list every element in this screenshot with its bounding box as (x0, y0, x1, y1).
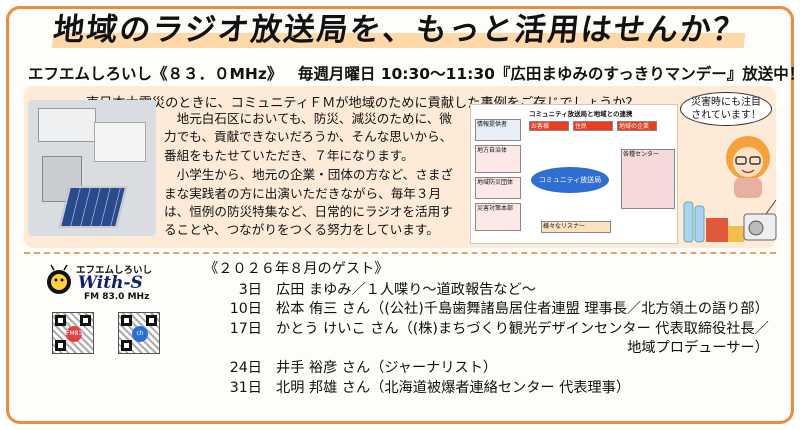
host-illustration (726, 136, 770, 198)
intro-paragraph: 小学生から、地元の企業・団体の方など、さまざまな実践者の方に出演いただきながら、… (164, 167, 454, 238)
guest-day: 24日 (229, 359, 262, 376)
guest-day: 10日 (229, 301, 262, 318)
diagram-center: コミュニティ放送局 (531, 167, 609, 193)
guest-row: 10日松本 侑三 さん（(公社)千島歯舞諸島居住者連盟 理事長／北方領土の語り部… (196, 300, 769, 320)
bee-mascot-icon (47, 264, 71, 294)
qr-code[interactable]: ch (118, 312, 160, 354)
equipment-photo (28, 100, 156, 236)
bubble-line: 災害時にも注目 (691, 97, 761, 108)
diagram-title: コミュニティ放送局と地域との連携 (529, 110, 633, 118)
guest-day: 17日 (229, 320, 262, 337)
guest-text: 地域プロデューサー） (627, 340, 769, 357)
guest-row: 31日北明 邦雄 さん（北海道被爆者連絡センター 代表理事） (196, 379, 769, 399)
guest-day: 3日 (238, 281, 262, 298)
guest-list: 《２０２６年８月のゲスト》 3日広田 まゆみ／１人喋り～道政報告など～ 10日松… (196, 260, 769, 398)
guest-day: 31日 (229, 379, 262, 396)
guest-row: 24日井手 裕彦 さん（ジャーナリスト） (196, 359, 769, 379)
logo-kana: エフエムしろいし (76, 265, 153, 276)
diagram-block: 様々なリスナー (541, 221, 611, 233)
station-name: エフエムしろいし《８３．０MHz》 (28, 65, 283, 83)
page-title: 地域のラジオ放送局を、もっと活用はせんか？ (51, 12, 748, 48)
guest-list-heading: 《２０２６年８月のゲスト》 (204, 261, 389, 277)
guest-row: 17日かとう けいこ さん（(株)まちづくり観光デザインセンター 代表取締役社長… (196, 320, 769, 340)
qr-logo: FM83 (66, 326, 82, 342)
diagram-block: 各種センター (621, 149, 675, 209)
transmitter-image (94, 122, 146, 162)
guest-text: 松本 侑三 さん（(公社)千島歯舞諸島居住者連盟 理事長／北方領土の語り部） (276, 301, 769, 318)
station-logo: エフエムしろいし With-S FM 83.0 MHz (44, 262, 152, 302)
solar-panel-image (58, 186, 128, 228)
qr-code[interactable]: FM83 (52, 312, 94, 354)
diagram-block: お客様 (529, 121, 569, 131)
speech-bubble: 災害時にも注目 されています！ (680, 92, 772, 126)
section-divider (24, 252, 776, 254)
guest-text: 北明 邦雄 さん（北海道被爆者連絡センター 代表理事） (276, 379, 631, 396)
diagram-block: 地域防災団体 (475, 177, 521, 199)
bubble-line: されています！ (691, 110, 761, 121)
guest-row: 3日広田 まゆみ／１人喋り～道政報告など～ (196, 281, 769, 301)
guest-row: 地域プロデューサー） (196, 339, 769, 359)
broadcast-info: エフエムしろいし《８３．０MHz》 毎週月曜日 10:30～11:30『広田まゆ… (28, 62, 800, 84)
intro-paragraph: 地元白石区においても、防災、減災のために、微力でも、貢献できないだろうか、そんな… (164, 111, 453, 163)
program-schedule: 毎週月曜日 10:30～11:30『広田まゆみのすっきりマンデー』放送中！！ (297, 65, 800, 83)
qr-logo: ch (132, 326, 148, 342)
logo-brand: With-S (78, 273, 143, 293)
logo-frequency: FM 83.0 MHz (84, 292, 150, 302)
diagram-block: 地域の企業 (617, 121, 657, 131)
diagram-block: 災害対策本部 (475, 203, 521, 231)
diagram-block: 情報提供者 (475, 119, 521, 141)
emergency-supplies-illustration (683, 199, 777, 243)
guest-text: 井手 裕彦 さん（ジャーナリスト） (276, 359, 498, 376)
intro-body: 地元白石区においても、防災、減災のために、微力でも、貢献できないだろうか、そんな… (164, 110, 464, 241)
diagram-block: 住民 (573, 121, 613, 131)
guest-text: かとう けいこ さん（(株)まちづくり観光デザインセンター 代表取締役社長／ (276, 320, 769, 337)
diagram-block: 地方自治体 (475, 145, 521, 173)
radio-receiver-image (38, 108, 96, 142)
guest-text: 広田 まゆみ／１人喋り～道政報告など～ (276, 281, 536, 298)
community-fm-diagram: コミュニティ放送局と地域との連携 情報提供者 地方自治体 地域防災団体 災害対策… (470, 104, 678, 244)
